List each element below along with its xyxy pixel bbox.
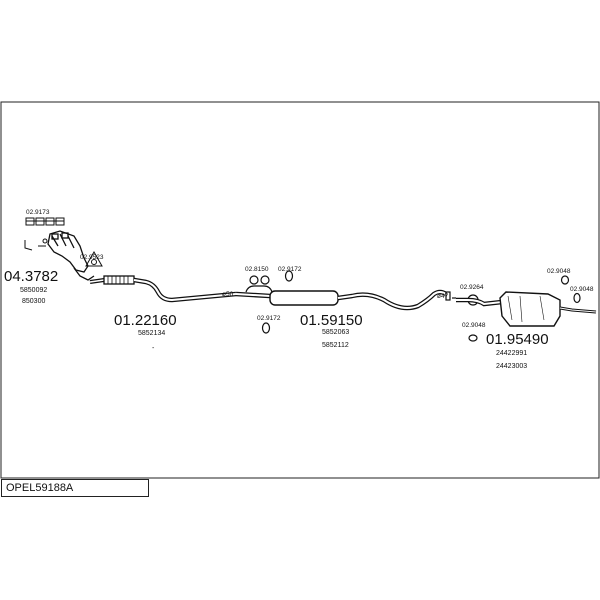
rear-silencer-ref-1: 24422991 [496, 350, 527, 357]
rear-silencer-number: 01.95490 [486, 331, 549, 348]
rear-hanger-top-number: 02.9048 [547, 268, 571, 275]
gasket-set-number: 02.9173 [26, 209, 50, 216]
front-pipe-ref-1: 5852134 [138, 330, 165, 337]
flange-gasket-number: 02.9523 [80, 254, 104, 261]
manifold-drawing [47, 230, 95, 281]
centre-silencer-drawing [235, 289, 448, 311]
manifold-ref-2: 850300 [22, 298, 45, 305]
centre-silencer-ref-2: 5852112 [322, 342, 349, 349]
front-pipe-ref-2: - [152, 345, 155, 352]
front-pipe-drawing [89, 275, 237, 303]
front-pipe-number: 01.22160 [114, 312, 177, 329]
centre-silencer-number: 01.59150 [300, 312, 363, 329]
manifold-ref-1: 5850092 [20, 287, 47, 294]
rear-hanger-right-number: 02.9048 [570, 286, 594, 293]
stud-bolt-icon [24, 238, 48, 251]
front-rubber-number: 02.9172 [278, 266, 302, 273]
gasket-set-drawing [25, 217, 65, 226]
diameter-mark-rear: ø47 [437, 293, 449, 300]
manifold-number: 04.3782 [4, 268, 58, 285]
rear-silencer-drawing [456, 291, 597, 327]
front-hanger-number: 02.8150 [245, 266, 269, 273]
rear-silencer-ref-2: 24423003 [496, 363, 527, 370]
centre-silencer-ref-1: 5852063 [322, 329, 349, 336]
diagram-code: OPEL59188A [6, 482, 74, 494]
rear-clamp-number: 02.9264 [460, 284, 484, 291]
front-hanger-drawing [245, 270, 294, 334]
rear-hanger-left-number: 02.9048 [462, 322, 486, 329]
diagram-code-box: OPEL59188A [1, 479, 149, 497]
mid-rubber-number: 02.9172 [257, 315, 281, 322]
flange-gasket-icon [85, 250, 103, 267]
diameter-mark-front: ø50 [222, 291, 234, 298]
diagram-frame [0, 101, 600, 479]
